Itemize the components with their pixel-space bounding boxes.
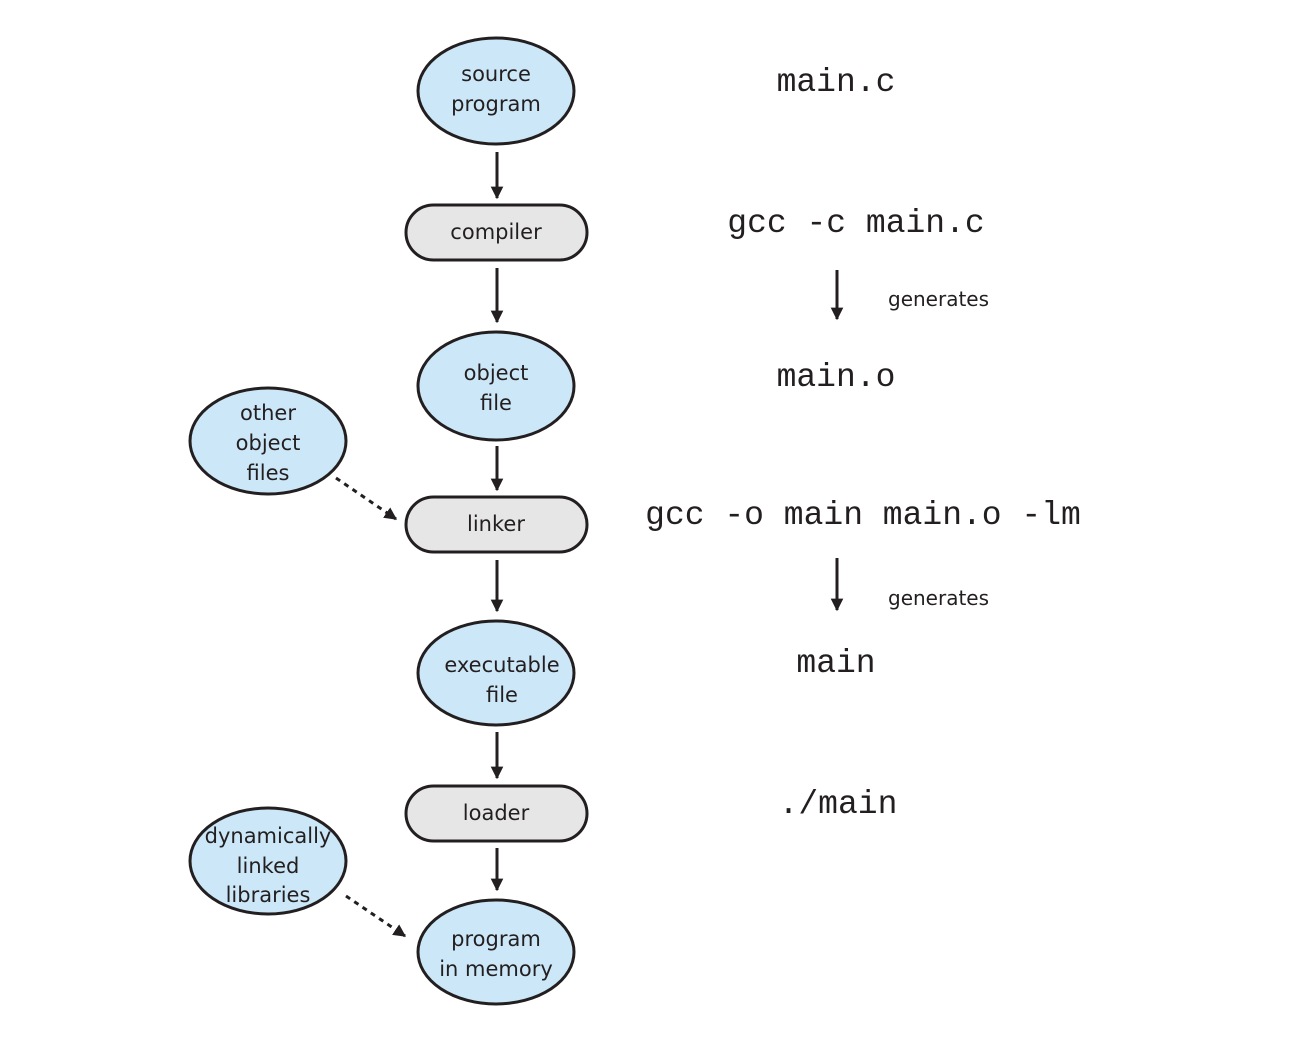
executable-file-name: main — [796, 645, 875, 682]
link-command: gcc -o main main.o -lm — [645, 497, 1081, 534]
dynamically-linked-libraries-label-line1: dynamically — [205, 824, 332, 848]
object-file-name: main.o — [777, 359, 896, 396]
object-file-label-line2: file — [480, 391, 512, 415]
arrow-libraries-to-memory — [345, 894, 407, 938]
object-file-label-line1: object — [464, 361, 529, 385]
source-program-node: source program — [416, 36, 576, 146]
other-object-files-label-line1: other — [240, 401, 296, 425]
run-command: ./main — [779, 786, 898, 823]
source-file-name: main.c — [777, 64, 896, 101]
other-object-files-label-line3: files — [247, 461, 290, 485]
program-in-memory-label-line1: program — [451, 927, 541, 951]
dynamically-linked-libraries-label-line2: linked — [237, 854, 300, 878]
executable-file-node: executable file — [416, 619, 576, 727]
executable-file-label-line1: executable — [444, 653, 559, 677]
generates-label-2: generates — [888, 586, 989, 610]
source-program-label-line2: program — [451, 92, 541, 116]
loader-label: loader — [463, 801, 530, 825]
source-program-label-line1: source — [461, 62, 531, 86]
generates-label-1: generates — [888, 287, 989, 311]
dynamically-linked-libraries-node: dynamically linked libraries — [188, 806, 348, 916]
linker-label: linker — [467, 512, 525, 536]
loader-node: loader — [404, 784, 589, 843]
compiler-label: compiler — [450, 220, 542, 244]
object-file-node: object file — [416, 330, 576, 442]
dynamically-linked-libraries-label-line3: libraries — [226, 883, 311, 907]
compiler-node: compiler — [404, 203, 589, 262]
executable-file-label-line2: file — [486, 683, 518, 707]
compile-command: gcc -c main.c — [727, 205, 984, 242]
other-object-files-node: other object files — [188, 386, 348, 496]
program-in-memory-node: program in memory — [416, 898, 576, 1006]
program-in-memory-label-line2: in memory — [439, 957, 553, 981]
linker-node: linker — [404, 495, 589, 554]
other-object-files-label-line2: object — [236, 431, 301, 455]
arrow-other-objects-to-linker — [335, 476, 398, 521]
